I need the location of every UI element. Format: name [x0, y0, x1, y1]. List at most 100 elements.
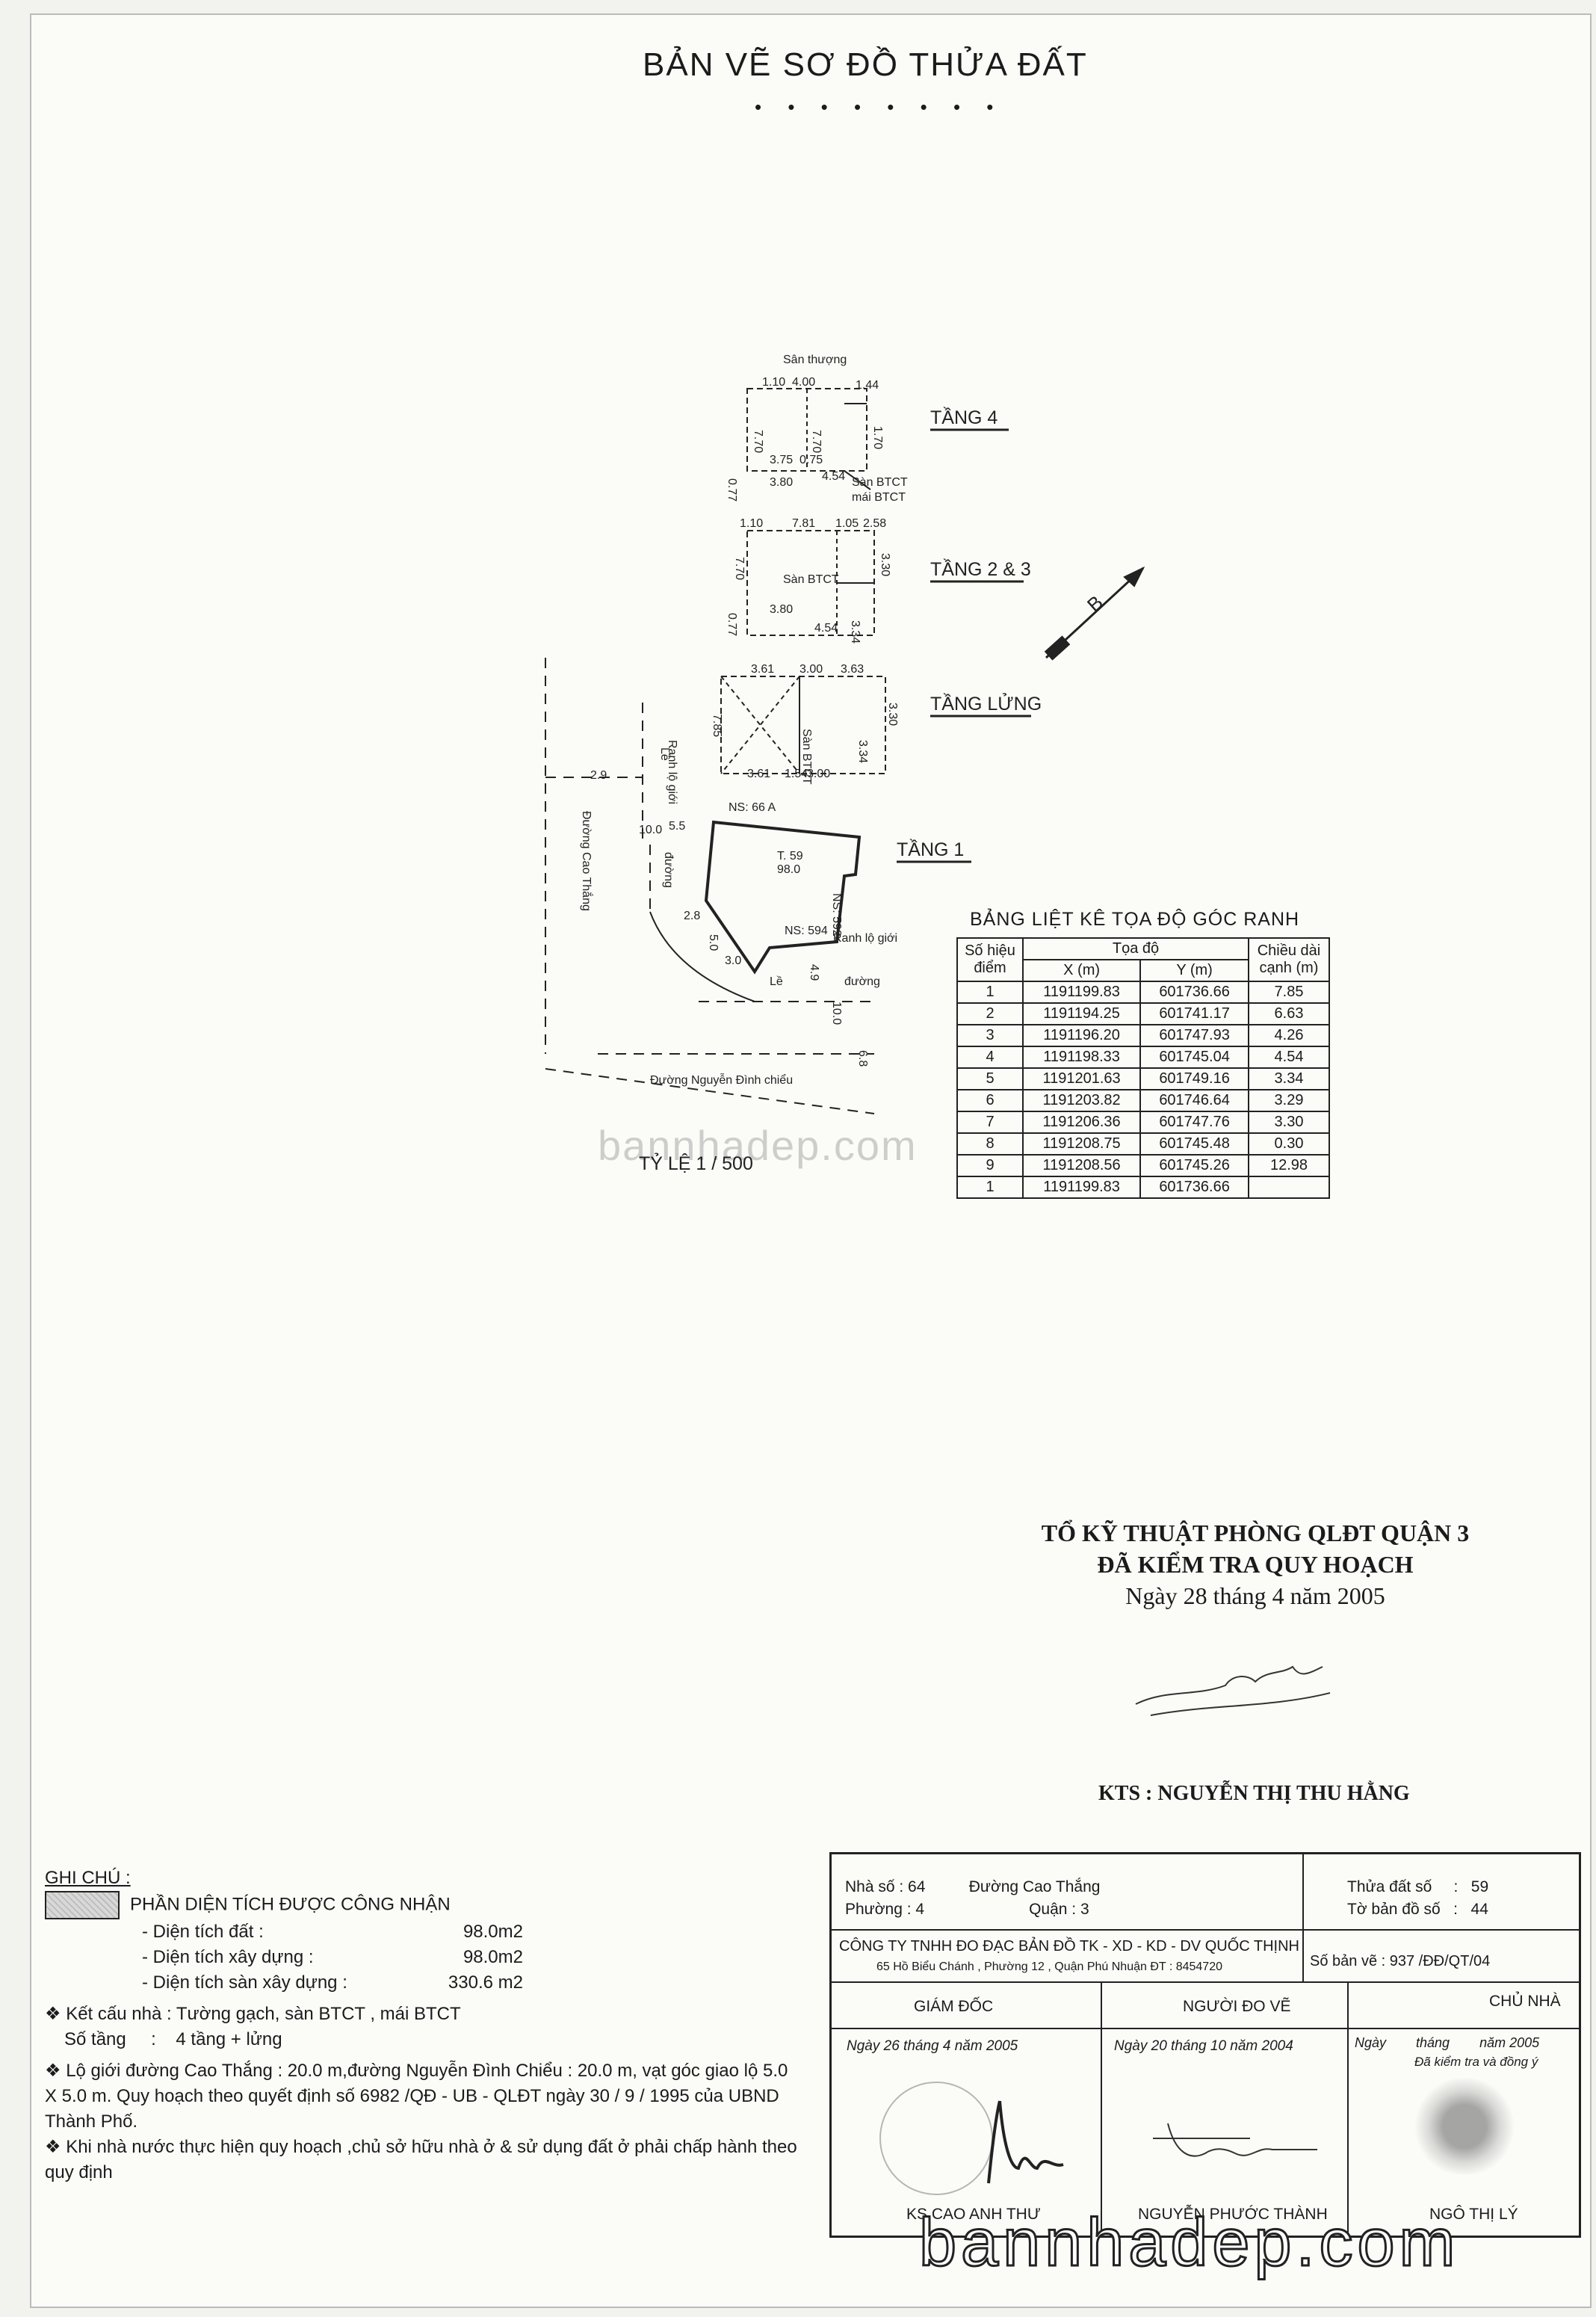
name-surveyor: NGUYỄN PHƯỚC THÀNH — [1138, 2206, 1328, 2223]
watermark-bottom: bannhadep.com — [918, 2205, 1460, 2282]
dim-tl-h: 3.30 — [886, 703, 899, 726]
coord-cell-len: 0.30 — [1248, 1132, 1330, 1156]
coord-cell-p: 5 — [956, 1067, 1024, 1090]
label-duong-1: đường — [662, 852, 675, 888]
title-block-col1 — [1101, 1981, 1102, 2236]
coord-cell-p: 9 — [956, 1154, 1024, 1177]
coord-cell-len: 3.34 — [1248, 1067, 1330, 1090]
plan-rule-text: Khi nhà nước thực hiện quy hoạch ,chủ sở… — [45, 2137, 797, 2182]
coord-cell-x: 1191198.33 — [1021, 1046, 1142, 1069]
coord-cell-p: 2 — [956, 1002, 1024, 1025]
coord-cell-y: 601736.66 — [1139, 1176, 1249, 1199]
role-surveyor: NGƯỜI ĐO VẼ — [1183, 1998, 1291, 2015]
info-company-addr: 65 Hồ Biểu Chánh , Phường 12 , Quận Phú … — [876, 1960, 1222, 1973]
dim-t23-a: 1.10 — [740, 517, 763, 530]
coord-cell-len: 12.98 — [1248, 1154, 1330, 1177]
area-land-label: - Diện tích đất : — [142, 1922, 264, 1942]
coord-cell-y: 601745.48 — [1139, 1132, 1249, 1156]
label-tl-san: Sàn BTCT — [800, 729, 813, 785]
dim-t4-f: 3.80 — [770, 476, 793, 489]
coord-cell-len: 3.29 — [1248, 1089, 1330, 1112]
dim-tl-c: 3.63 — [841, 663, 864, 676]
coord-header-point: Số hiệu điểm — [956, 937, 1024, 982]
dim-t1-d: 5.0 — [707, 934, 720, 951]
title-underline-dots: • • • • • • • • — [755, 96, 1004, 118]
coord-cell-x: 1191206.36 — [1021, 1111, 1142, 1134]
area-floor-value: 330.6 m2 — [448, 1972, 523, 1993]
label-lot: T. 59 — [777, 850, 803, 863]
coord-cell-y: 601749.16 — [1139, 1067, 1249, 1090]
coord-cell-p: 4 — [956, 1046, 1024, 1069]
dim-t23-f: 4.54 — [814, 622, 838, 635]
label-road-cao-thang: Đường Cao Thắng — [580, 811, 594, 911]
label-le-2: Lề — [770, 975, 783, 988]
coord-cell-y: 601747.76 — [1139, 1111, 1249, 1134]
label-san-thuong: Sân thượng — [783, 354, 847, 366]
dim-t23-e: 3.80 — [770, 603, 793, 616]
signature-surveyor — [1153, 2123, 1317, 2157]
area-build-row: - Diện tích xây dựng : 98.0m2 — [45, 1945, 799, 1970]
label-lot-area: 98.0 — [777, 863, 800, 876]
name-owner: NGÔ THỊ LÝ — [1429, 2206, 1518, 2223]
label-ns66a: NS: 66 A — [729, 801, 776, 814]
dim-t1-e: 4.9 — [808, 964, 820, 981]
date-owner: Ngày tháng năm 2005 — [1355, 2035, 1540, 2050]
label-scale: TỶ LỆ 1 / 500 — [639, 1152, 753, 1174]
owner-fingerprint-icon — [1412, 2078, 1517, 2175]
watermark-center: bannhadep.com — [598, 1122, 918, 1169]
area-floor-label: - Diện tích sàn xây dựng : — [142, 1972, 347, 1993]
area-build-value: 98.0m2 — [463, 1947, 523, 1967]
coord-header-x: X (m) — [1021, 959, 1142, 982]
floor-plan-tang-lung — [720, 676, 886, 774]
label-tang23: TẦNG 2 & 3 — [930, 558, 1031, 580]
coord-cell-y: 601741.17 — [1139, 1002, 1249, 1025]
coord-cell-x: 1191194.25 — [1021, 1002, 1142, 1025]
road-rule-text: Lộ giới đường Cao Thắng : 20.0 m,đường N… — [45, 2061, 788, 2132]
label-t4-mai: mái BTCT — [852, 491, 906, 504]
area-build-label: - Diện tích xây dựng : — [142, 1947, 314, 1967]
legend-row: PHẦN DIỆN TÍCH ĐƯỢC CÔNG NHẬN — [45, 1891, 799, 1919]
approval-block: TỔ KỸ THUẬT PHÒNG QLĐT QUẬN 3 ĐÃ KIỂM TR… — [1031, 1517, 1479, 1611]
notes-heading: GHI CHÚ : — [45, 1868, 131, 1888]
dim-t23-i: 3.34 — [849, 620, 862, 644]
label-t23-san: Sàn BTCT — [783, 573, 839, 586]
site-plan-drawing: Sân thượng 1.10 4.00 7.70 7.70 3.75 0.75… — [545, 354, 1145, 1174]
structure-text: Kết cấu nhà : Tường gạch, sàn BTCT , mái… — [66, 2004, 461, 2024]
name-director: KS CAO ANH THƯ — [906, 2206, 1041, 2223]
dim-t1-h: 2.8 — [684, 910, 700, 922]
dim-t4-e: 0.75 — [799, 454, 823, 466]
dim-t4-g: 4.54 — [822, 470, 845, 483]
coord-header-coord: Tọa độ — [1022, 937, 1249, 960]
label-tang4: TẦNG 4 — [930, 407, 998, 428]
coord-cell-x: 1191199.83 — [1021, 981, 1142, 1004]
floor-plan-tang23 — [746, 530, 875, 636]
kts-name: KTS : NGUYỄN THỊ THU HẰNG — [1098, 1782, 1410, 1805]
role-owner: CHỦ NHÀ — [1489, 1993, 1561, 2010]
dim-t4-i: 1.44 — [856, 379, 879, 392]
area-land-row: - Diện tích đất : 98.0m2 — [45, 1919, 799, 1945]
dim-t4-b: 7.70 — [752, 430, 764, 453]
dim-tl-i: 3.34 — [856, 740, 869, 763]
label-ns594: NS: 594 — [785, 925, 828, 937]
label-ranh-lo-gioi-2: Ranh lộ giới — [833, 932, 897, 945]
coord-cell-len: 4.26 — [1248, 1024, 1330, 1047]
coord-cell-x: 1191208.75 — [1021, 1132, 1142, 1156]
coord-cell-len: 4.54 — [1248, 1046, 1330, 1069]
info-drawing-no: Số bản vẽ : 937 /ĐĐ/QT/04 — [1310, 1953, 1491, 1969]
approval-line1: TỔ KỸ THUẬT PHÒNG QLĐT QUẬN 3 — [1041, 1520, 1470, 1546]
dim-t1-b: 10.0 — [639, 824, 662, 836]
dim-t4-h: 0.77 — [726, 478, 738, 502]
date-surveyor: Ngày 20 tháng 10 năm 2004 — [1114, 2038, 1293, 2054]
dim-t23-d: 3.30 — [879, 553, 891, 576]
signature-approval — [1135, 1665, 1331, 1716]
north-arrow — [1044, 566, 1145, 661]
dim-tl-f: 3.00 — [807, 768, 830, 780]
coord-cell-x: 1191201.63 — [1021, 1067, 1142, 1090]
area-land-value: 98.0m2 — [463, 1922, 523, 1942]
